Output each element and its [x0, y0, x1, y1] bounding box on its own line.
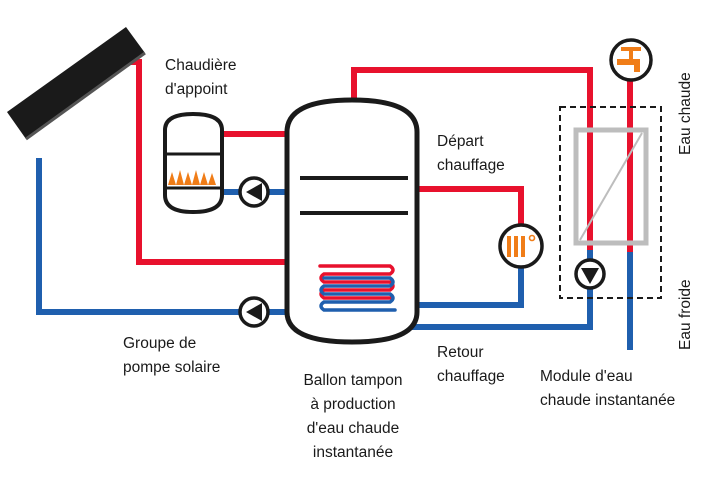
module-label-line2: chaude instantanée: [540, 392, 676, 409]
flame-icon: [168, 170, 216, 185]
pump-icon: [238, 296, 270, 328]
pump-group-label-line1: Groupe de: [123, 335, 197, 352]
module-return-pipe: [410, 250, 593, 330]
boiler-label-line2: d'appoint: [165, 81, 228, 98]
solar-cold-pipe: [36, 158, 287, 315]
heating-return-label-line2: chauffage: [437, 368, 505, 385]
tank-top-hot-pipe: [351, 67, 593, 140]
heating-flow-pipe: [415, 186, 524, 226]
plate-exchanger: [573, 127, 649, 246]
pump-icon: [574, 258, 606, 290]
pump-icon: [238, 176, 270, 208]
solar-panel-edge: [25, 51, 146, 141]
tank-label-line4: instantanée: [312, 444, 394, 461]
heating-return-pipe: [417, 266, 524, 308]
heating-flow-label-line2: chauffage: [437, 157, 505, 174]
boiler-body: [163, 111, 224, 215]
radiator-icon: [498, 223, 544, 269]
plate-exchanger-diagonal: [579, 132, 643, 241]
tank-label-line3: d'eau chaude: [306, 420, 400, 437]
module-dashed-frame: [559, 106, 662, 299]
heating-return-label-line1: Retour: [437, 344, 484, 361]
cold-water-label: Eau froide: [677, 279, 694, 350]
solar-panel: [7, 27, 145, 139]
buffer-tank: [284, 97, 420, 345]
boiler-label-line1: Chaudière: [165, 57, 237, 74]
heating-flow-label-line1: Départ: [437, 133, 484, 150]
tank-label-line2: à production: [310, 396, 396, 413]
tank-label-line1: Ballon tampon: [303, 372, 403, 389]
heat-coil-icon: [318, 264, 397, 312]
hot-water-label: Eau chaude: [677, 72, 694, 155]
tap-icon: [609, 38, 653, 82]
module-label-line1: Module d'eau: [540, 368, 633, 385]
pump-group-label-line2: pompe solaire: [123, 359, 221, 376]
